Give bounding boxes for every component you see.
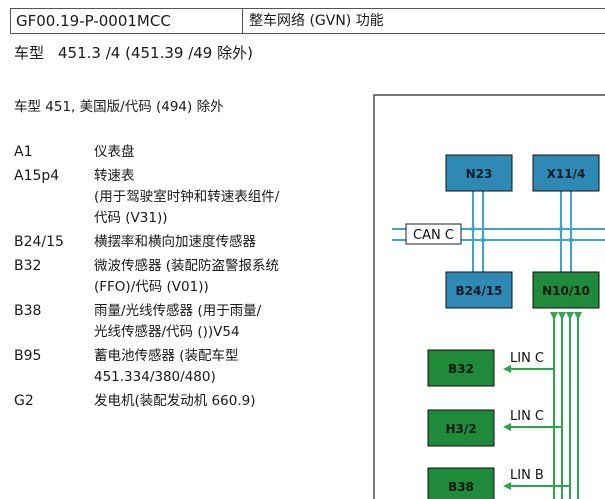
- legend-item: B38 雨量/光线传感器 (用于雨量/ 光线传感器/代码 ())V54: [14, 301, 354, 343]
- legend-item: A15p4 转速表 (用于驾驶室时钟和转速表组件/ 代码 (V31)): [14, 166, 354, 229]
- document-header: GF00.19-P-0001MCC 整车网络 (GVN) 功能: [10, 8, 605, 34]
- lin-bus-lines: [503, 312, 582, 499]
- legend-code: G2: [14, 393, 34, 409]
- can-bus-label: CAN C: [413, 228, 454, 243]
- model-label: 车型: [14, 44, 45, 62]
- module-b38: [427, 467, 495, 499]
- legend-code: B32: [14, 258, 42, 274]
- legend-line: 横摆率和横向加速度传感器: [94, 234, 256, 250]
- module-h3-2-label: H3/2: [445, 422, 476, 436]
- legend-line: 蓄电池传感器 (装配车型: [94, 348, 239, 364]
- module-x11-4-label: X11/4: [547, 167, 586, 181]
- model-line: 车型 451.3 /4 (451.39 /49 除外): [14, 42, 253, 63]
- lin-label-b38: LIN B: [510, 468, 544, 483]
- legend-line: 转速表: [94, 168, 135, 184]
- legend-line: (FFO)/代码 (V01)): [94, 279, 209, 295]
- module-n23-label: N23: [466, 167, 493, 181]
- legend-code: A1: [14, 144, 33, 160]
- legend-item: G2 发电机(装配发动机 660.9): [14, 391, 354, 412]
- document-title: 整车网络 (GVN) 功能: [249, 13, 384, 29]
- legend-description: 横摆率和横向加速度传感器: [94, 232, 256, 253]
- module-h3-2: [427, 409, 495, 447]
- legend-item: B24/15 横摆率和横向加速度传感器: [14, 232, 354, 253]
- module-b24-15: [445, 271, 513, 309]
- document-code: GF00.19-P-0001MCC: [11, 9, 243, 33]
- legend-code: A15p4: [14, 168, 60, 184]
- legend-description: 蓄电池传感器 (装配车型 451.334/380/480): [94, 346, 239, 388]
- module-b32: [427, 349, 495, 387]
- legend-line: 仪表盘: [94, 144, 135, 160]
- legend-description: 转速表 (用于驾驶室时钟和转速表组件/ 代码 (V31)): [94, 166, 279, 229]
- module-x11-4: [532, 154, 600, 192]
- legend-line: 发电机(装配发动机 660.9): [94, 393, 256, 409]
- section-subtitle: 车型 451, 美国版/代码 (494) 除外: [14, 99, 224, 115]
- legend-description: 发电机(装配发动机 660.9): [94, 391, 255, 412]
- legend-description: 雨量/光线传感器 (用于雨量/ 光线传感器/代码 ())V54: [94, 301, 261, 343]
- legend-line: (用于驾驶室时钟和转速表组件/: [94, 189, 280, 205]
- module-b38-label: B38: [448, 480, 474, 494]
- legend-code: B38: [14, 303, 42, 319]
- model-value: 451.3 /4 (451.39 /49 除外): [58, 44, 253, 62]
- module-b32-label: B32: [448, 362, 474, 376]
- legend-item: B32 微波传感器 (装配防盗警报系统 (FFO)/代码 (V01)): [14, 256, 354, 298]
- legend-line: 451.334/380/480): [94, 369, 216, 385]
- legend-line: 代码 (V31)): [94, 210, 168, 226]
- component-legend: A1 仪表盘 A15p4 转速表 (用于驾驶室时钟和转速表组件/ 代码 (V31…: [14, 142, 354, 415]
- legend-code: B95: [14, 348, 42, 364]
- module-n10-10: [532, 271, 600, 309]
- bus-junctions: [470, 226, 574, 243]
- lin-label-h3-2: LIN C: [510, 409, 544, 424]
- module-n23: [445, 154, 513, 192]
- legend-code: B24/15: [14, 234, 64, 250]
- legend-line: 微波传感器 (装配防盗警报系统: [94, 258, 280, 274]
- legend-item: B95 蓄电池传感器 (装配车型 451.334/380/480): [14, 346, 354, 388]
- lin-label-b32: LIN C: [510, 351, 544, 366]
- legend-description: 仪表盘: [94, 142, 135, 163]
- can-label-box: [405, 223, 462, 245]
- module-n10-10-label: N10/10: [542, 284, 590, 298]
- legend-item: A1 仪表盘: [14, 142, 354, 163]
- legend-line: 光线传感器/代码 ())V54: [94, 324, 240, 340]
- module-b24-15-label: B24/15: [456, 284, 503, 298]
- legend-description: 微波传感器 (装配防盗警报系统 (FFO)/代码 (V01)): [94, 256, 279, 298]
- legend-line: 雨量/光线传感器 (用于雨量/: [94, 303, 262, 319]
